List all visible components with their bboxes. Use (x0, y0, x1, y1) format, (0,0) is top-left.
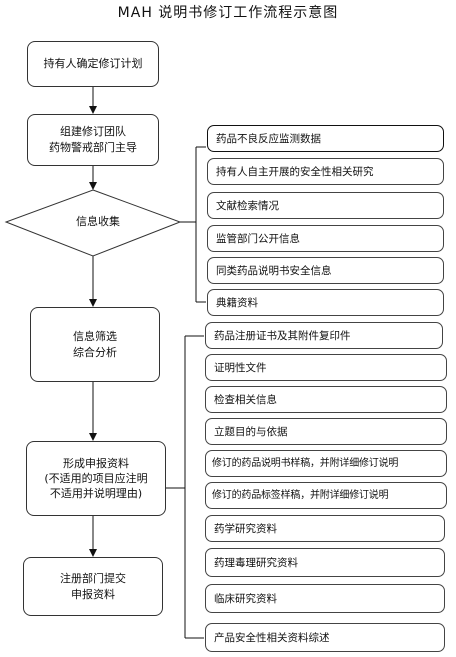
collection-item: 文献检索情况 (207, 192, 444, 219)
submission-item: 药品注册证书及其附件复印件 (205, 322, 443, 349)
step-submit: 注册部门提交 申报资料 (23, 557, 163, 616)
step-submit-line2: 申报资料 (71, 587, 115, 601)
collection-item: 监管部门公开信息 (207, 225, 444, 252)
step-build-team: 组建修订团队 药物警戒部门主导 (27, 114, 159, 166)
submission-item: 检查相关信息 (205, 386, 447, 413)
submission-item: 药学研究资料 (205, 515, 445, 542)
collection-item: 同类药品说明书安全信息 (207, 257, 444, 284)
step-determine-plan: 持有人确定修订计划 (27, 41, 159, 87)
info-collection-diamond (4, 189, 182, 257)
step-form-materials-line3: 不适用并说明理由) (49, 487, 143, 500)
step-build-team-line1: 组建修订团队 (60, 125, 126, 138)
step-info-analysis: 信息筛选 综合分析 (30, 307, 160, 382)
page-title: MAH 说明书修订工作流程示意图 (117, 5, 339, 21)
collection-item: 持有人自主开展的安全性相关研究 (207, 158, 444, 185)
step-form-materials: 形成申报资料 (不适用的项目应注明 不适用并说明理由) (26, 441, 166, 516)
submission-item: 修订的药品标签样稿，并附详细修订说明 (205, 482, 447, 509)
step-submit-line1: 注册部门提交 (60, 571, 126, 585)
submission-item: 药理毒理研究资料 (205, 548, 445, 577)
collection-item: 典籍资料 (207, 289, 444, 316)
step-info-analysis-line1: 信息筛选 (73, 329, 117, 343)
step-info-analysis-line2: 综合分析 (73, 345, 117, 359)
submission-item: 临床研究资料 (205, 584, 445, 613)
submission-item: 证明性文件 (205, 354, 447, 381)
submission-item: 产品安全性相关资料综述 (205, 623, 445, 652)
collection-item: 药品不良反应监测数据 (207, 125, 444, 152)
step-form-materials-line1: 形成申报资料 (63, 457, 129, 470)
step-determine-plan-label: 持有人确定修订计划 (43, 57, 143, 70)
submission-item: 立题目的与依据 (205, 418, 447, 445)
step-build-team-line2: 药物警戒部门主导 (49, 141, 137, 154)
step-form-materials-line2: (不适用的项目应注明 (44, 472, 148, 485)
step-info-collection-label: 信息收集 (76, 215, 120, 228)
submission-item: 修订的药品说明书样稿，并附详细修订说明 (205, 450, 447, 477)
